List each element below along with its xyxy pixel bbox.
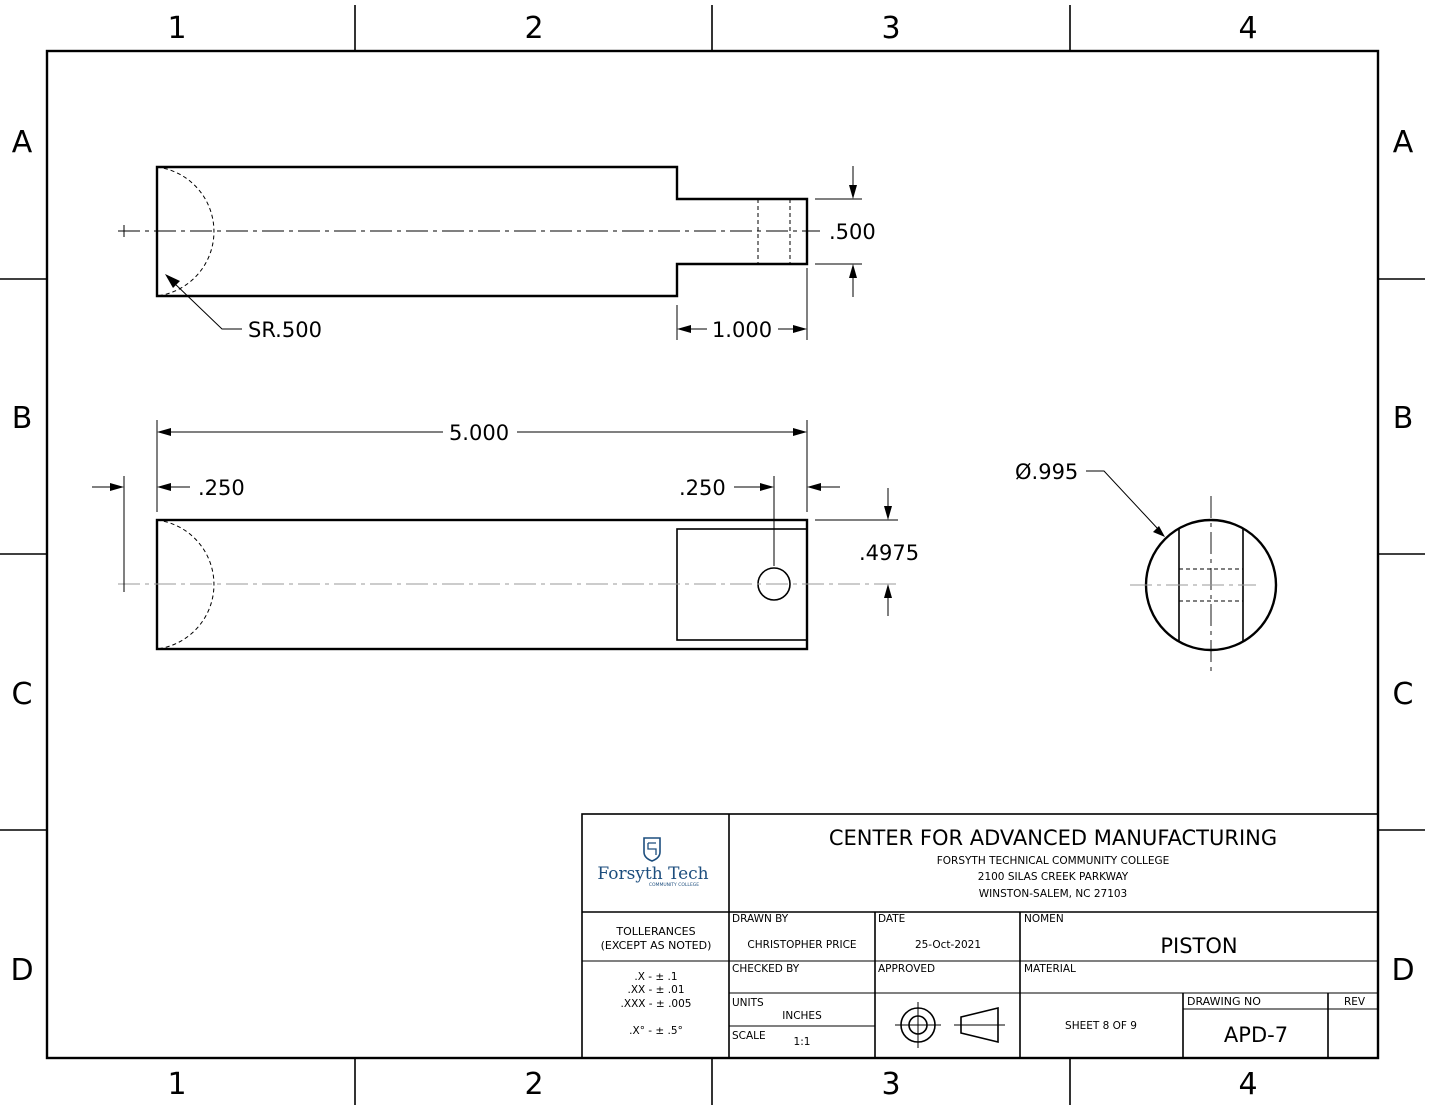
logo-text: Forsyth Tech bbox=[597, 864, 708, 884]
units-label: UNITS bbox=[732, 997, 764, 1009]
nomen-value: PISTON bbox=[1160, 934, 1237, 958]
neck-length-label: 1.000 bbox=[712, 318, 772, 342]
zone-row-left-b: B bbox=[12, 401, 33, 436]
tolerance-xxx: .XXX - ± .005 bbox=[621, 998, 692, 1010]
units-value: INCHES bbox=[782, 1010, 822, 1022]
tolerance-angle: .X° - ± .5° bbox=[629, 1025, 683, 1037]
neck-length-dimension: 1.000 bbox=[676, 268, 808, 342]
zone-col-top-4: 4 bbox=[1238, 11, 1257, 46]
zone-row-left-a: A bbox=[12, 125, 33, 160]
forsyth-tech-logo: Forsyth Tech COMMUNITY COLLEGE bbox=[597, 837, 709, 888]
tolerances-subheading: (EXCEPT AS NOTED) bbox=[601, 939, 712, 952]
overall-length-dimension: 5.000 bbox=[156, 420, 808, 512]
rev-label: REV bbox=[1344, 996, 1366, 1008]
zone-row-right-b: B bbox=[1393, 401, 1414, 436]
date-value: 25-Oct-2021 bbox=[915, 939, 981, 951]
zone-col-bottom-2: 2 bbox=[524, 1067, 543, 1102]
tolerance-xx: .XX - ± .01 bbox=[627, 984, 684, 996]
zone-col-top-2: 2 bbox=[524, 11, 543, 46]
projection-symbol-icon bbox=[895, 1002, 1005, 1048]
date-label: DATE bbox=[878, 913, 905, 925]
sphere-radius-callout: SR.500 bbox=[165, 274, 322, 342]
top-view bbox=[118, 165, 820, 298]
end-diameter-callout: Ø.995 bbox=[1015, 460, 1165, 537]
drawing-no-value: APD-7 bbox=[1224, 1023, 1288, 1047]
logo-subtext: COMMUNITY COLLEGE bbox=[649, 882, 699, 888]
end-diameter-label: Ø.995 bbox=[1015, 460, 1078, 484]
zone-col-bottom-1: 1 bbox=[167, 1067, 186, 1102]
hole-offset-label: .250 bbox=[679, 476, 726, 500]
end-view bbox=[1130, 496, 1278, 673]
sphere-radius-label: SR.500 bbox=[248, 318, 322, 342]
checked-by-label: CHECKED BY bbox=[732, 963, 800, 975]
hole-offset-dimension: .250 bbox=[679, 476, 840, 566]
top-view-spherical-end-hidden bbox=[156, 166, 215, 297]
left-offset-dimension: .250 bbox=[92, 476, 245, 592]
front-view bbox=[118, 518, 900, 651]
title-block: Forsyth Tech COMMUNITY COLLEGE CENTER FO… bbox=[581, 813, 1379, 1059]
zone-col-bottom-4: 4 bbox=[1238, 1067, 1257, 1102]
zone-row-left-c: C bbox=[12, 677, 33, 712]
zone-ticks bbox=[0, 5, 1425, 1105]
address-line-1: 2100 SILAS CREEK PARKWAY bbox=[978, 871, 1129, 883]
nomen-label: NOMEN bbox=[1024, 913, 1064, 925]
front-view-spherical-end-hidden bbox=[156, 519, 215, 650]
zone-row-right-c: C bbox=[1393, 677, 1414, 712]
front-view-neck-face bbox=[676, 528, 808, 641]
scale-label: SCALE bbox=[732, 1030, 766, 1042]
tolerances-heading: TOLLERANCES bbox=[615, 925, 695, 938]
left-offset-label: .250 bbox=[198, 476, 245, 500]
neck-diameter-dimension: .500 bbox=[815, 166, 876, 297]
material-label: MATERIAL bbox=[1024, 963, 1076, 975]
zone-col-bottom-3: 3 bbox=[881, 1067, 900, 1102]
drawn-by-value: CHRISTOPHER PRICE bbox=[747, 939, 856, 951]
college-name: FORSYTH TECHNICAL COMMUNITY COLLEGE bbox=[937, 855, 1169, 867]
neck-diameter-label: .500 bbox=[829, 220, 876, 244]
address-line-2: WINSTON-SALEM, NC 27103 bbox=[979, 888, 1128, 900]
approved-label: APPROVED bbox=[878, 963, 935, 975]
tolerance-x: .X - ± .1 bbox=[634, 971, 677, 983]
top-view-outline bbox=[155, 165, 809, 298]
drawing-no-label: DRAWING NO bbox=[1187, 995, 1261, 1008]
zone-col-top-1: 1 bbox=[167, 11, 186, 46]
drawn-by-label: DRAWN BY bbox=[732, 913, 789, 925]
zone-col-top-3: 3 bbox=[881, 11, 900, 46]
sheet-number: SHEET 8 OF 9 bbox=[1065, 1020, 1137, 1032]
zone-row-right-d: D bbox=[1391, 953, 1414, 988]
company-title: CENTER FOR ADVANCED MANUFACTURING bbox=[829, 826, 1277, 850]
zone-row-right-a: A bbox=[1393, 125, 1414, 160]
front-view-outline bbox=[155, 518, 809, 651]
hole-to-center-label: .4975 bbox=[859, 541, 919, 565]
overall-length-label: 5.000 bbox=[449, 421, 509, 445]
zone-row-left-d: D bbox=[10, 953, 33, 988]
scale-value: 1:1 bbox=[794, 1036, 811, 1048]
hole-to-center-dimension: .4975 bbox=[815, 488, 919, 616]
